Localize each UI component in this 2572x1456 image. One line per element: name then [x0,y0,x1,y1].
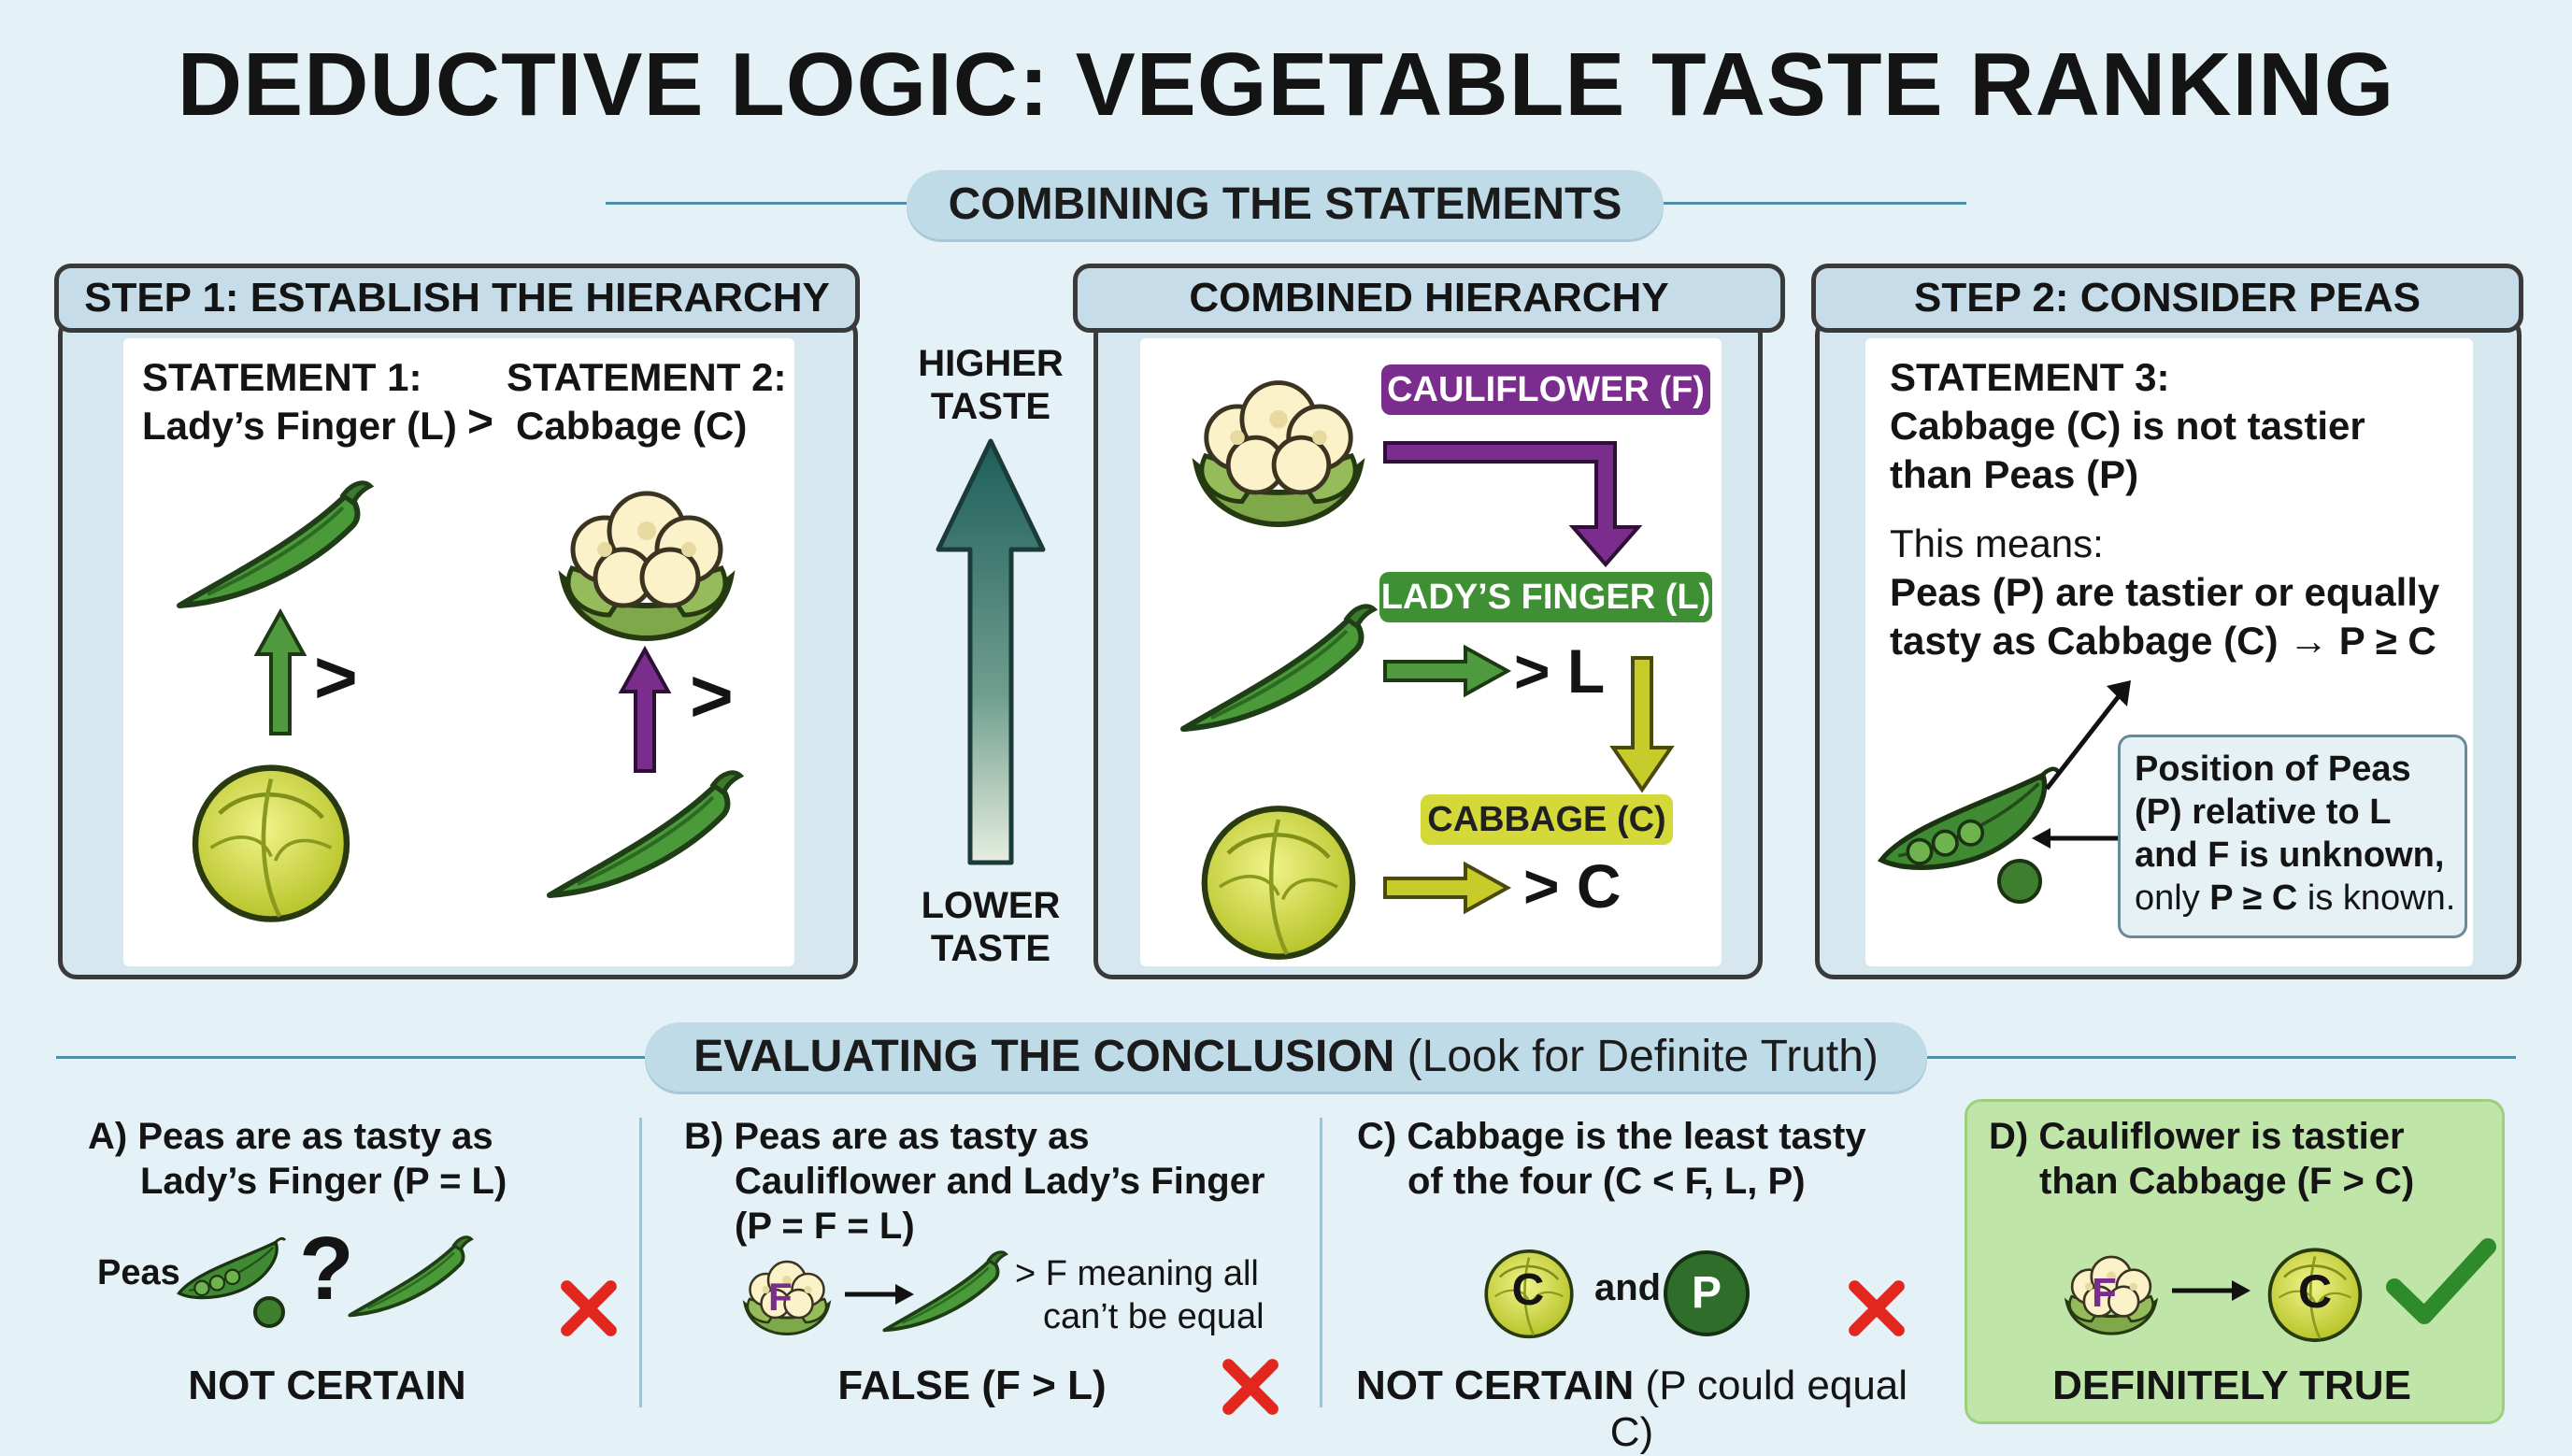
option-d-line2: than Cabbage (F > C) [2039,1161,2415,1202]
peas-note-2: (P) relative to L [2135,792,2392,832]
statement2-label: STATEMENT 2: [507,355,787,399]
okra-icon [879,1247,1009,1336]
option-d-verdict: DEFINITELY TRUE [2052,1363,2411,1408]
option-b-line2: Cauliflower and Lady’s Finger [735,1161,1265,1202]
up-arrow-purple-icon [618,645,672,773]
statement2-text: Cabbage (C) [516,404,748,448]
option-d-c-label: C [2297,1265,2333,1318]
combined-header: COMBINED HIERARCHY [1073,264,1785,333]
okra-icon [540,764,746,905]
cabbage-icon [1194,794,1363,963]
statement3-text-2: than Peas (P) [1890,452,2139,496]
cauliflower-icon [1187,364,1370,529]
option-b-verdict: FALSE (F > L) [837,1363,1107,1408]
red-x-icon [1221,1357,1280,1417]
right-arrow-icon [2172,1280,2250,1301]
cabbage-icon [185,753,357,925]
option-b-note-1: > F meaning all [1015,1254,1259,1293]
taste-axis-arrow-icon [936,438,1046,865]
green-check-icon [2386,1238,2496,1324]
elbow-arrow-purple-icon [1383,441,1643,568]
lower-taste-label-1: LOWER [921,885,1061,926]
cabbage-label: CABBAGE (C) [1421,794,1673,845]
option-a-verdict: NOT CERTAIN [188,1363,466,1408]
gt-symbol-b: > [690,654,734,737]
okra-icon [1174,598,1379,738]
peas-note-3: and F is unknown, [2135,835,2445,875]
peas-note-4a: only [2135,878,2210,918]
divider-ab [639,1118,642,1407]
option-c-line1: C) Cabbage is the least tasty [1357,1116,1866,1157]
arrow-up-right-icon [2045,680,2131,791]
red-x-icon [559,1278,619,1338]
right-arrow-icon [845,1284,914,1305]
down-arrow-yellow-icon [1609,656,1675,793]
combining-header: COMBINING THE STATEMENTS [907,170,1664,239]
option-b-line3: (P = F = L) [735,1206,915,1247]
up-arrow-green-icon [253,607,307,735]
statement3-text-1: Cabbage (C) is not tastier [1890,404,2365,448]
statement1-label: STATEMENT 1: [142,355,422,399]
pea-icon [253,1296,285,1328]
option-b-line1: B) Peas are as tasty as [684,1116,1090,1157]
option-c-verdict-bold: NOT CERTAIN [1355,1363,1635,1408]
statement3-label: STATEMENT 3: [1890,355,2170,399]
option-c-verdict-normal: (P could equal C) [1609,1363,1908,1455]
higher-taste-label-2: TASTE [930,386,1051,427]
step2-header: STEP 2: CONSIDER PEAS [1811,264,2523,333]
gt-symbol-a: > [314,635,358,719]
question-mark: ? [299,1219,354,1319]
option-a-line1: A) Peas are as tasty as [88,1116,493,1157]
peas-note-4c: is known. [2297,878,2456,918]
option-b-f-label: F [768,1275,793,1319]
option-c-c-label: C [1511,1265,1545,1315]
right-arrow-yellow-icon [1383,861,1512,915]
cauliflower-label: CAULIFLOWER (F) [1381,364,1710,415]
gt-l-label: > L [1514,636,1606,706]
evaluating-header: EVALUATING THE CONCLUSION (Look for Defi… [645,1022,1927,1092]
red-x-icon [1847,1278,1907,1338]
page-title: DEDUCTIVE LOGIC: VEGETABLE TASTE RANKING [177,35,2395,135]
lower-taste-label-2: TASTE [930,928,1051,969]
option-d-highlight [1965,1099,2505,1424]
meaning-text-2: tasty as Cabbage (C) → P ≥ C [1890,619,2436,663]
okra-icon [344,1232,475,1321]
higher-taste-label-1: HIGHER [918,343,1064,384]
this-means-label: This means: [1890,521,2104,565]
evaluating-subtitle: (Look for Definite Truth) [1407,1032,1879,1081]
peas-note-box [2118,735,2467,938]
option-a-peas-label: Peas [97,1253,180,1292]
okra-icon [170,475,376,615]
option-c-line2: of the four (C < F, L, P) [1407,1161,1806,1202]
arrow-left-icon [2032,828,2125,849]
option-d-f-label: F [2092,1270,2117,1316]
statement1-text: Lady’s Finger (L) [142,404,457,448]
peas-note-4: only P ≥ C is known. [2135,877,2455,920]
step1-header: STEP 1: ESTABLISH THE HIERARCHY [54,264,860,333]
right-arrow-green-icon [1383,644,1512,698]
evaluating-title: EVALUATING THE CONCLUSION [693,1032,1395,1081]
option-a-line2: Lady’s Finger (P = L) [140,1161,507,1202]
option-c-verdict: NOT CERTAIN (P could equal C) [1342,1363,1922,1456]
option-d-line1: D) Cauliflower is tastier [1989,1116,2405,1157]
option-c-and: and [1594,1267,1662,1308]
gt-c-label: > C [1523,851,1622,921]
option-b-note-2: can’t be equal [1043,1297,1265,1336]
pea-icon [1997,859,2042,904]
divider-bc [1320,1118,1322,1407]
ladys-finger-label: LADY’S FINGER (L) [1379,572,1712,622]
peas-note-4b: P ≥ C [2209,878,2298,918]
peas-note-1: Position of Peas [2135,749,2411,789]
statement-gt: > [467,397,494,447]
meaning-text-1: Peas (P) are tastier or equally [1890,570,2440,614]
peas-p-badge: P [1664,1250,1750,1336]
cauliflower-icon [553,475,740,643]
